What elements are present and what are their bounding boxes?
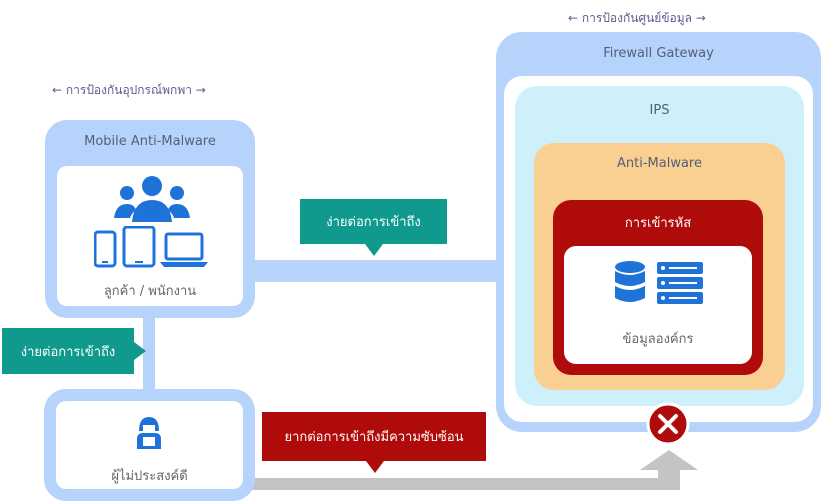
firewall-gateway-box: Firewall Gateway IPS Anti-Malware การเข้… [496,32,821,432]
hard-access-tag-pointer [366,461,384,473]
ips-title: IPS [649,103,670,118]
ips-layer: IPS Anti-Malware การเข้ารหัส [515,86,804,406]
attacker-panel: ผู้ไม่ประสงค์ดี [56,401,243,489]
database-server-icon [615,261,703,304]
users-group-icon [114,176,190,222]
blocked-arrow-shaft [248,470,676,490]
blocked-arrow-head [640,450,698,470]
hacker-icon [137,417,161,449]
users-label: ลูกค้า / พนักงาน [103,284,197,299]
encryption-layer: การเข้ารหัส ข้อม [553,200,763,375]
easy-access-tag-left: ง่ายต่อการเข้าถึง [2,328,134,374]
devices-icon [94,226,208,268]
easy-access-tag-top: ง่ายต่อการเข้าถึง [300,199,447,244]
datacenter-protection-caption: ← การป้องกันศูนย์ข้อมูล → [568,11,706,25]
hard-access-tag: ยากต่อการเข้าถึงมีความซับซ้อน [262,412,486,461]
attacker-box: ผู้ไม่ประสงค์ดี [44,389,255,501]
mobile-antimalware-box: Mobile Anti-Malware ลูกค้า / พนักงาน [45,120,255,318]
mobile-antimalware-title: Mobile Anti-Malware [84,134,216,149]
access-arrow-shaft [250,260,510,282]
encryption-title: การเข้ารหัส [624,216,692,231]
device-panel: ลูกค้า / พนักงาน [57,166,243,306]
corporate-data-label: ข้อมูลองค์กร [622,332,694,347]
vertical-connector [143,310,155,400]
easy-access-tag-top-pointer [365,244,383,256]
blocked-arrow-riser [658,466,680,490]
attacker-label: ผู้ไม่ประสงค์ดี [111,469,188,484]
blocked-x-icon [646,402,690,446]
device-protection-caption: ← การป้องกันอุปกรณ์พกพา → [52,83,206,97]
data-panel: ข้อมูลองค์กร [564,246,752,364]
firewall-inner: IPS Anti-Malware การเข้ารหัส [504,76,813,422]
antimalware-layer: Anti-Malware การเข้ารหัส [534,143,785,390]
antimalware-title: Anti-Malware [617,156,702,171]
easy-access-tag-left-pointer [134,342,146,360]
firewall-gateway-title: Firewall Gateway [603,46,714,61]
